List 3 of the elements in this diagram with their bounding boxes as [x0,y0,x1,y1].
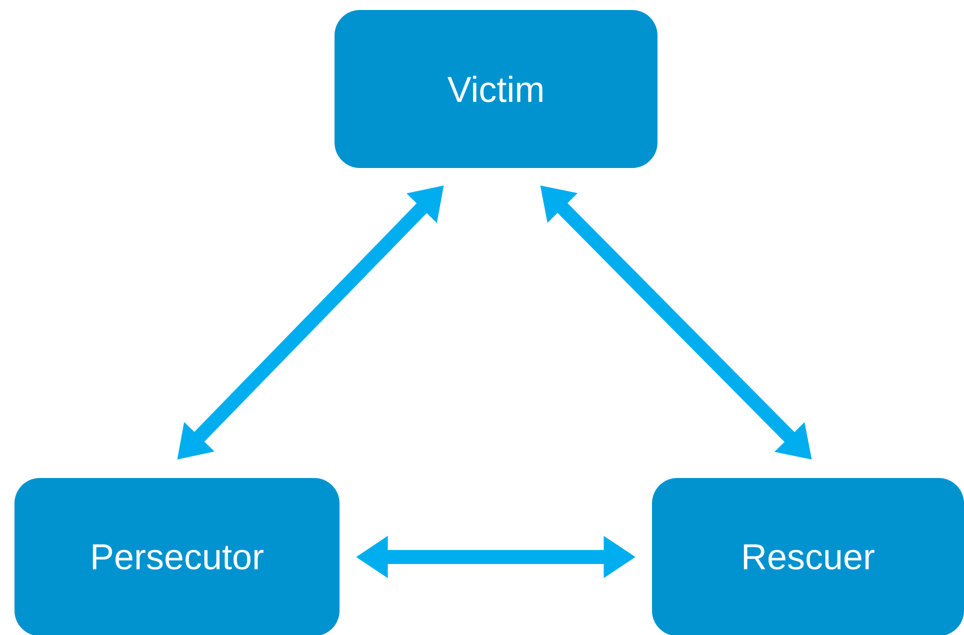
rounded-box: Persecutor [14,478,340,635]
rounded-box: Rescuer [652,478,964,635]
rounded-box: Victim [334,10,658,168]
